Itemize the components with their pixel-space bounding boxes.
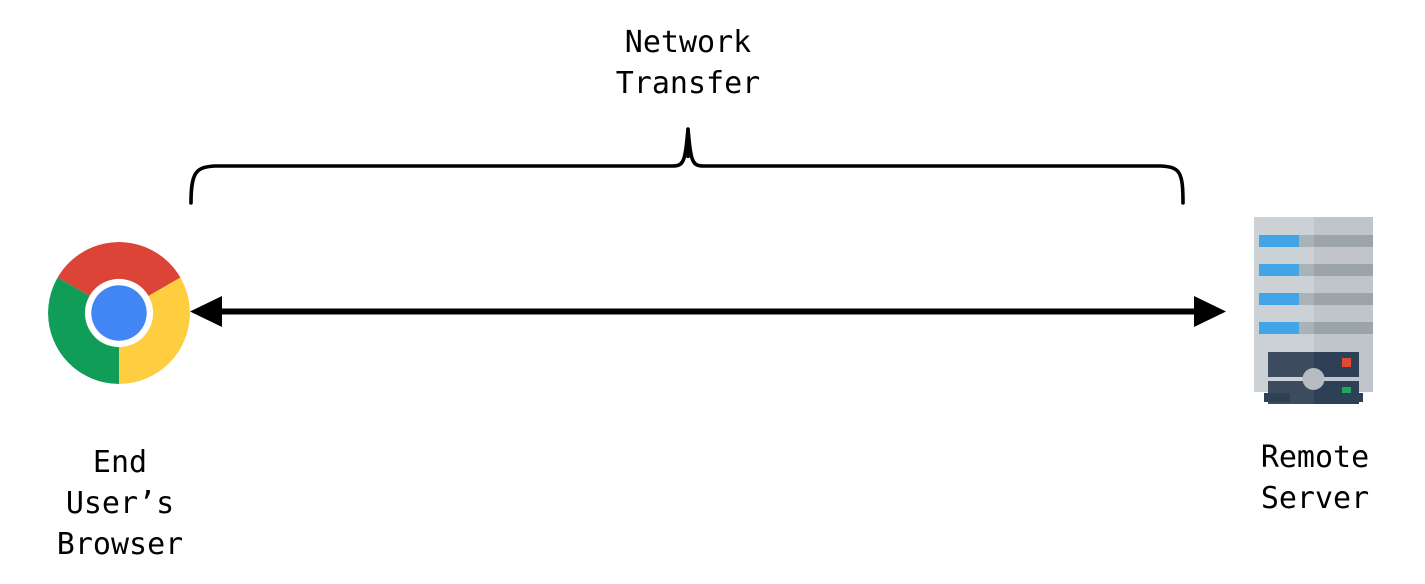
server-led-green-icon [1342,387,1351,396]
server-drive-slots [1259,235,1373,334]
curly-brace-icon [189,127,1185,205]
server-foot-left [1264,393,1290,402]
server-control-panel [1268,352,1359,404]
server-node-label: Remote Server [1260,440,1370,516]
arrow-head-left-icon [190,296,222,327]
chrome-logo-icon [48,242,190,384]
server-foot-right [1337,393,1363,402]
server-knob-icon [1302,368,1325,390]
server-led-red-icon [1342,358,1351,367]
server-rack-icon [1254,217,1373,404]
arrow-head-right-icon [1194,296,1226,327]
browser-node-label: End User’s Browser [56,445,184,562]
connector-label: Network Transfer [615,25,761,101]
